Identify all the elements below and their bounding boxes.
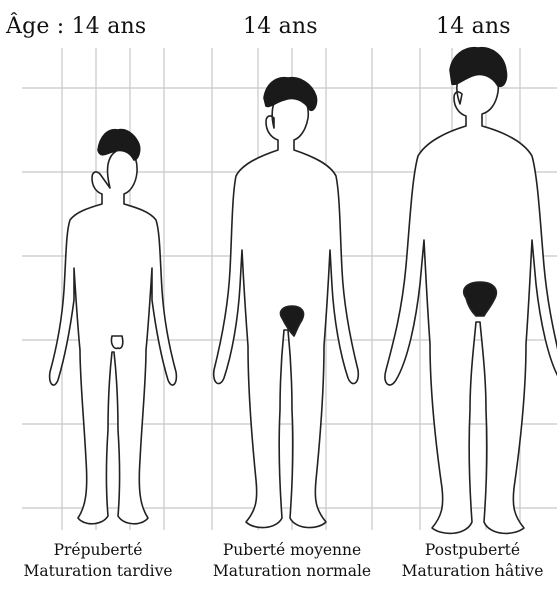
age-prefix: Âge : [6,14,64,39]
stage-label-1: Prépuberté [2,540,194,561]
caption-3: Postpuberté Maturation hâtive [388,540,557,582]
caption-1: Prépuberté Maturation tardive [2,540,194,582]
prepubertal-boy-figure [50,130,177,524]
age-value-3: 14 ans [436,14,511,39]
maturation-label-1: Maturation tardive [2,561,194,582]
stage-label-3: Postpuberté [388,540,557,561]
age-label-1: Âge : 14 ans [6,14,146,39]
caption-2: Puberté moyenne Maturation normale [198,540,386,582]
age-value-2: 14 ans [243,14,318,39]
maturation-label-3: Maturation hâtive [388,561,557,582]
age-label-2: 14 ans [243,14,318,39]
age-value-1: 14 ans [72,14,147,39]
midpuberty-boy-figure [214,78,359,528]
postpubertal-boy-figure [385,48,557,534]
age-label-3: 14 ans [436,14,511,39]
stage-label-2: Puberté moyenne [198,540,386,561]
maturation-label-2: Maturation normale [198,561,386,582]
